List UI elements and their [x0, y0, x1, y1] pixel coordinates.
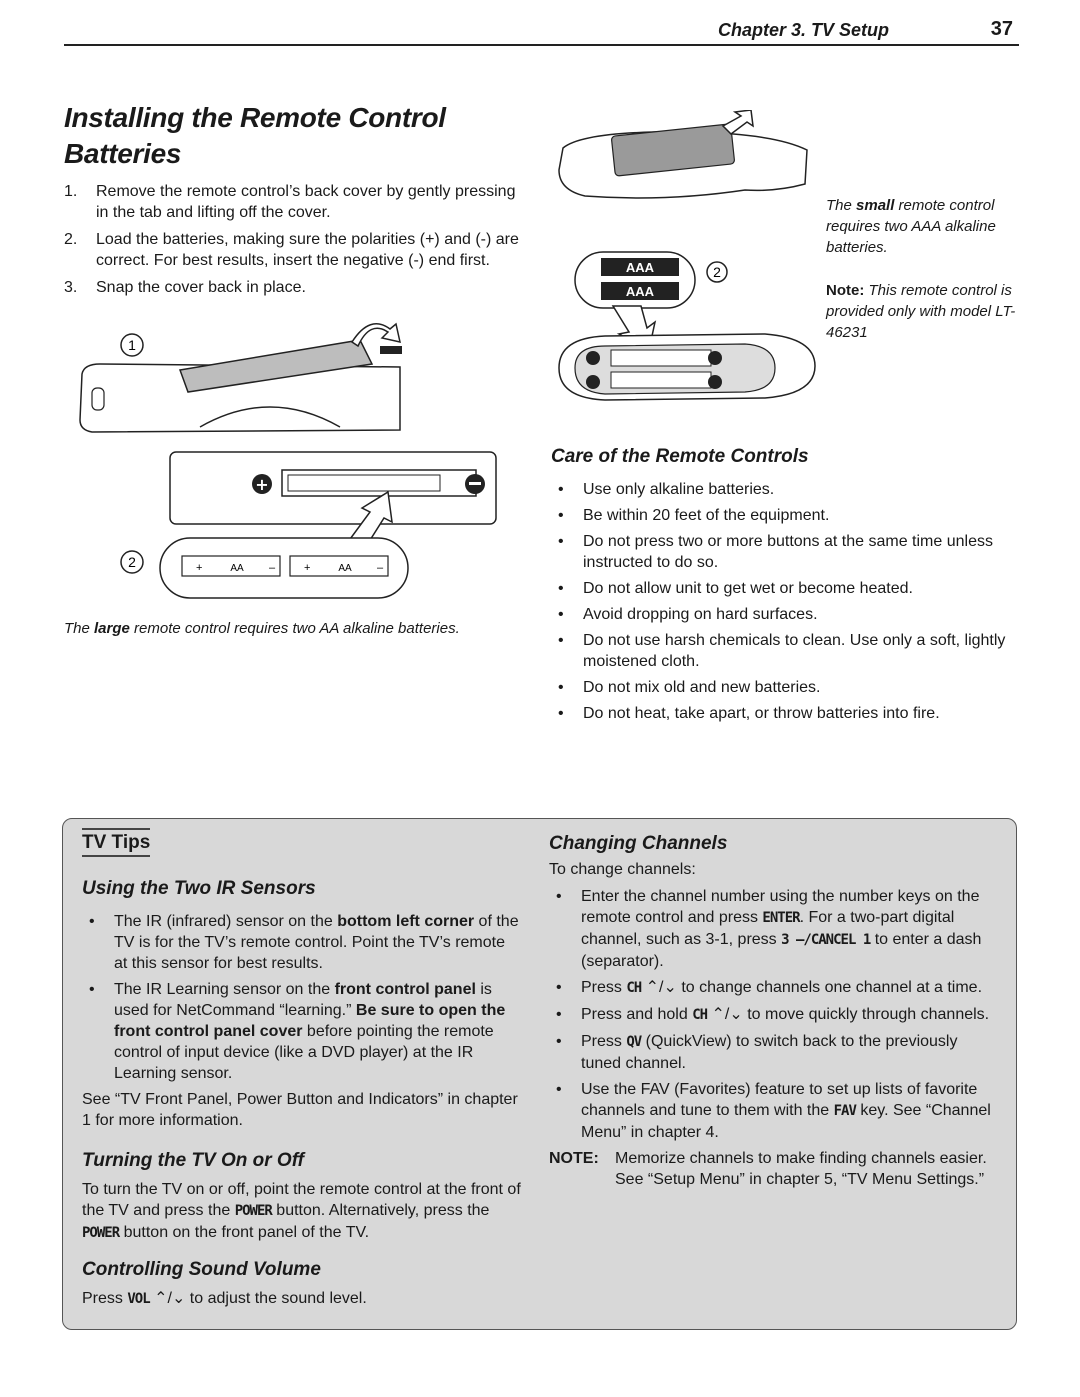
care-section: Care of the Remote Controls Use only alk… — [551, 445, 1018, 729]
list-item: Do not heat, take apart, or throw batter… — [551, 703, 1018, 724]
aa-battery-2: + AA – — [289, 555, 389, 577]
plus-terminal-icon — [708, 375, 722, 389]
list-item: Press QV (QuickView) to switch back to t… — [549, 1031, 999, 1074]
channels-note: NOTE:Memorize channels to make finding c… — [549, 1150, 987, 1188]
svg-text:–: – — [269, 562, 276, 574]
aaa-battery-1: AAA — [601, 258, 679, 276]
title-line-2: Batteries — [64, 138, 182, 169]
svg-text:AAA: AAA — [626, 284, 655, 299]
minus-terminal-icon — [586, 375, 600, 389]
callout-1: 1 — [120, 333, 144, 357]
list-item: Do not press two or more buttons at the … — [551, 531, 1018, 573]
aaa-battery-2: AAA — [601, 282, 679, 300]
lift-arrow-icon — [721, 110, 754, 135]
list-item: Enter the channel number using the numbe… — [549, 886, 999, 972]
list-item: Do not allow unit to get wet or become h… — [551, 578, 1018, 599]
small-remote-note: Note: This remote control is provided on… — [826, 282, 1016, 341]
install-steps: 1.Remove the remote control’s back cover… — [64, 181, 530, 304]
plus-terminal-icon — [586, 351, 600, 365]
svg-text:+: + — [304, 562, 310, 574]
volume-heading: Controlling Sound Volume — [82, 1259, 321, 1280]
list-item: Do not mix old and new batteries. — [551, 677, 1018, 698]
aa-batteries-group — [159, 537, 409, 599]
care-heading: Care of the Remote Controls — [551, 446, 809, 467]
battery-cover — [178, 339, 374, 393]
plus-terminal-icon — [252, 474, 272, 494]
lift-arrow-icon — [350, 322, 401, 348]
list-item: Do not use harsh chemicals to clean. Use… — [551, 630, 1018, 672]
svg-text:AA: AA — [230, 563, 244, 574]
svg-text:–: – — [377, 562, 384, 574]
svg-text:2: 2 — [128, 554, 136, 570]
title-line-1: Installing the Remote Control — [64, 102, 446, 133]
ir-see-reference: See “TV Front Panel, Power Button and In… — [82, 1091, 518, 1129]
large-remote-body — [79, 363, 401, 433]
ir-sensors-list: The IR (infrared) sensor on the bottom l… — [82, 911, 522, 1084]
tv-tips-heading: TV Tips — [82, 828, 151, 857]
callout-2: 2 — [120, 550, 144, 574]
step-3: 3.Snap the cover back in place. — [64, 279, 306, 296]
list-item: The IR Learning sensor on the front cont… — [82, 979, 522, 1084]
list-item: Press CH ⌃/⌄ to change channels one chan… — [549, 977, 999, 999]
list-item: Be within 20 feet of the equipment. — [551, 505, 1018, 526]
page-header: Chapter 3. TV Setup 37 — [64, 18, 1019, 46]
care-list: Use only alkaline batteries. Be within 2… — [551, 479, 1018, 724]
aa-battery-1: + AA – — [181, 555, 281, 577]
list-item: The IR (infrared) sensor on the bottom l… — [82, 911, 522, 974]
step-2: 2.Load the batteries, making sure the po… — [64, 231, 519, 269]
tips-left-column: TV Tips Using the Two IR Sensors The IR … — [82, 828, 522, 1310]
ir-sensors-heading: Using the Two IR Sensors — [82, 878, 316, 899]
large-remote-illustration: 1 + + AA – + AA – 2 — [79, 322, 497, 599]
chapter-title: Chapter 3. TV Setup — [717, 20, 889, 40]
svg-text:1: 1 — [128, 337, 136, 353]
list-item: Use only alkaline batteries. — [551, 479, 1018, 500]
large-remote-caption: The large remote control requires two AA… — [64, 620, 460, 637]
list-item: Use the FAV (Favorites) feature to set u… — [549, 1079, 999, 1143]
small-remote-illustration: AAA AAA 2 — [558, 110, 816, 401]
svg-text:AA: AA — [338, 563, 352, 574]
power-heading: Turning the TV On or Off — [82, 1150, 305, 1171]
small-remote-caption: The small remote control requires two AA… — [826, 197, 996, 256]
page-number: 37 — [990, 18, 1013, 40]
svg-text:+: + — [255, 475, 268, 494]
channels-heading: Changing Channels — [549, 833, 728, 854]
list-item: Press and hold CH ⌃/⌄ to move quickly th… — [549, 1004, 999, 1026]
volume-text: Press VOL ⌃/⌄ to adjust the sound level. — [82, 1290, 367, 1307]
channels-intro: To change channels: — [549, 861, 696, 878]
tips-right-column: Changing Channels To change channels: En… — [549, 832, 999, 1190]
callout-2-small: 2 — [706, 261, 728, 283]
svg-text:2: 2 — [713, 264, 721, 280]
svg-text:AAA: AAA — [626, 260, 655, 275]
minus-terminal-icon — [708, 351, 722, 365]
page-title: Installing the Remote Control Batteries — [64, 100, 524, 172]
channels-list: Enter the channel number using the numbe… — [549, 886, 999, 1143]
svg-text:+: + — [196, 562, 202, 574]
list-item: Avoid dropping on hard surfaces. — [551, 604, 1018, 625]
power-text: To turn the TV on or off, point the remo… — [82, 1181, 521, 1241]
step-1: 1.Remove the remote control’s back cover… — [64, 183, 516, 221]
